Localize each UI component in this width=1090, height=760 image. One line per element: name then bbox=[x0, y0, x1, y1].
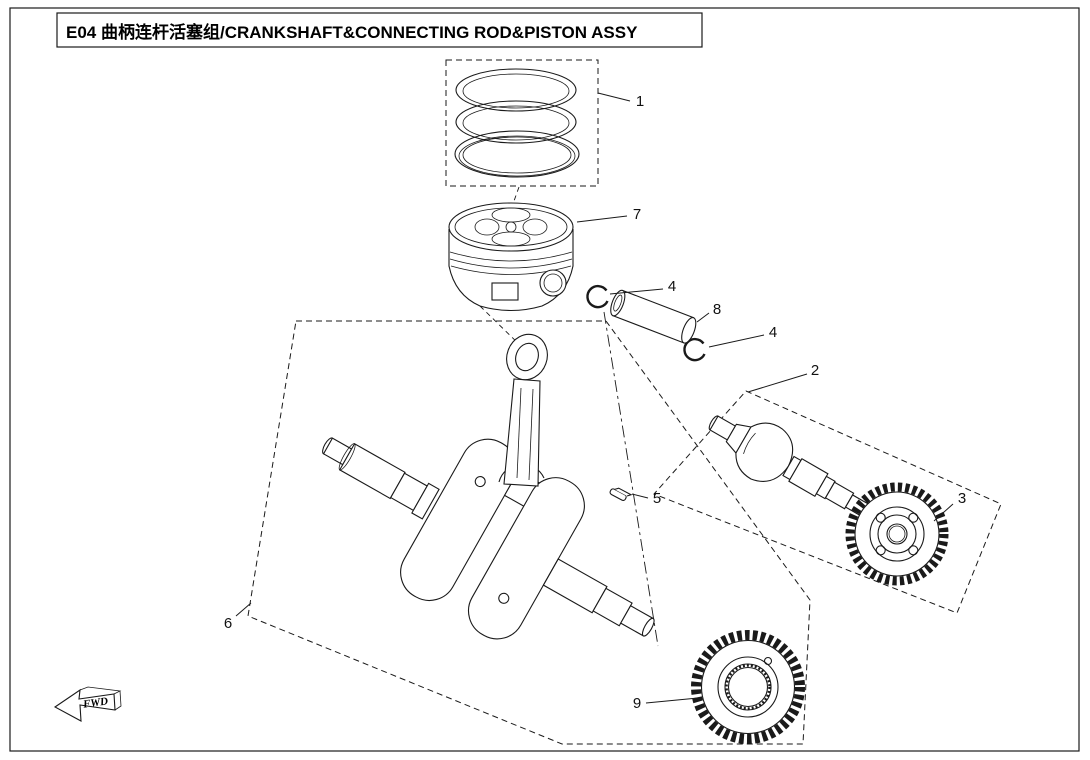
page-border bbox=[9, 7, 1080, 752]
connecting-rod bbox=[498, 333, 548, 487]
crank-gear-teeth bbox=[691, 630, 805, 744]
callout-circlip-right: 4 bbox=[769, 324, 777, 341]
crank-web-left bbox=[400, 438, 518, 601]
callout-crank-gear: 9 bbox=[633, 695, 641, 712]
woodruff-key bbox=[609, 487, 633, 501]
callout-balance-gear: 3 bbox=[958, 490, 966, 507]
callout-piston: 7 bbox=[633, 206, 641, 223]
balance-gear bbox=[845, 482, 949, 586]
rod-beam bbox=[503, 378, 541, 487]
ring-set-box bbox=[445, 59, 599, 187]
circlip-left bbox=[586, 284, 609, 309]
callout-piston-pin: 8 bbox=[713, 301, 721, 318]
circlip-right bbox=[683, 337, 706, 362]
title-box bbox=[56, 12, 703, 48]
crank-gear-spline-bore bbox=[725, 664, 771, 710]
balance-gear-teeth bbox=[845, 482, 949, 586]
piston-hatch-detail bbox=[491, 282, 519, 301]
balance-shaft-group-box bbox=[653, 390, 1002, 614]
callout-piston-rings: 1 bbox=[636, 93, 644, 110]
page-title: E04 曲柄连杆活塞组/CRANKSHAFT&CONNECTING ROD&PI… bbox=[66, 22, 638, 42]
title-block: E04 曲柄连杆活塞组/CRANKSHAFT&CONNECTING ROD&PI… bbox=[56, 12, 703, 48]
crankshaft-group-box bbox=[247, 320, 811, 745]
piston-pin bbox=[610, 289, 697, 344]
pin-axis-centerline bbox=[603, 311, 659, 647]
piston-crown bbox=[448, 202, 574, 252]
rod-small-end bbox=[506, 333, 548, 381]
piston-ring-set bbox=[454, 68, 580, 178]
balance-shaft bbox=[708, 415, 871, 518]
callout-leader-lines bbox=[235, 92, 954, 704]
piston bbox=[448, 202, 574, 312]
fwd-direction-arrow: FWD bbox=[53, 686, 122, 722]
callout-crankshaft: 6 bbox=[224, 615, 232, 632]
fwd-label: FWD bbox=[81, 695, 109, 711]
callout-key: 5 bbox=[653, 490, 661, 507]
callout-balance-assy: 2 bbox=[811, 362, 819, 379]
callout-circlip-left: 4 bbox=[668, 278, 676, 295]
crank-gear bbox=[691, 630, 805, 744]
rings-piston-centerline bbox=[513, 186, 520, 202]
crankshaft bbox=[322, 437, 655, 640]
